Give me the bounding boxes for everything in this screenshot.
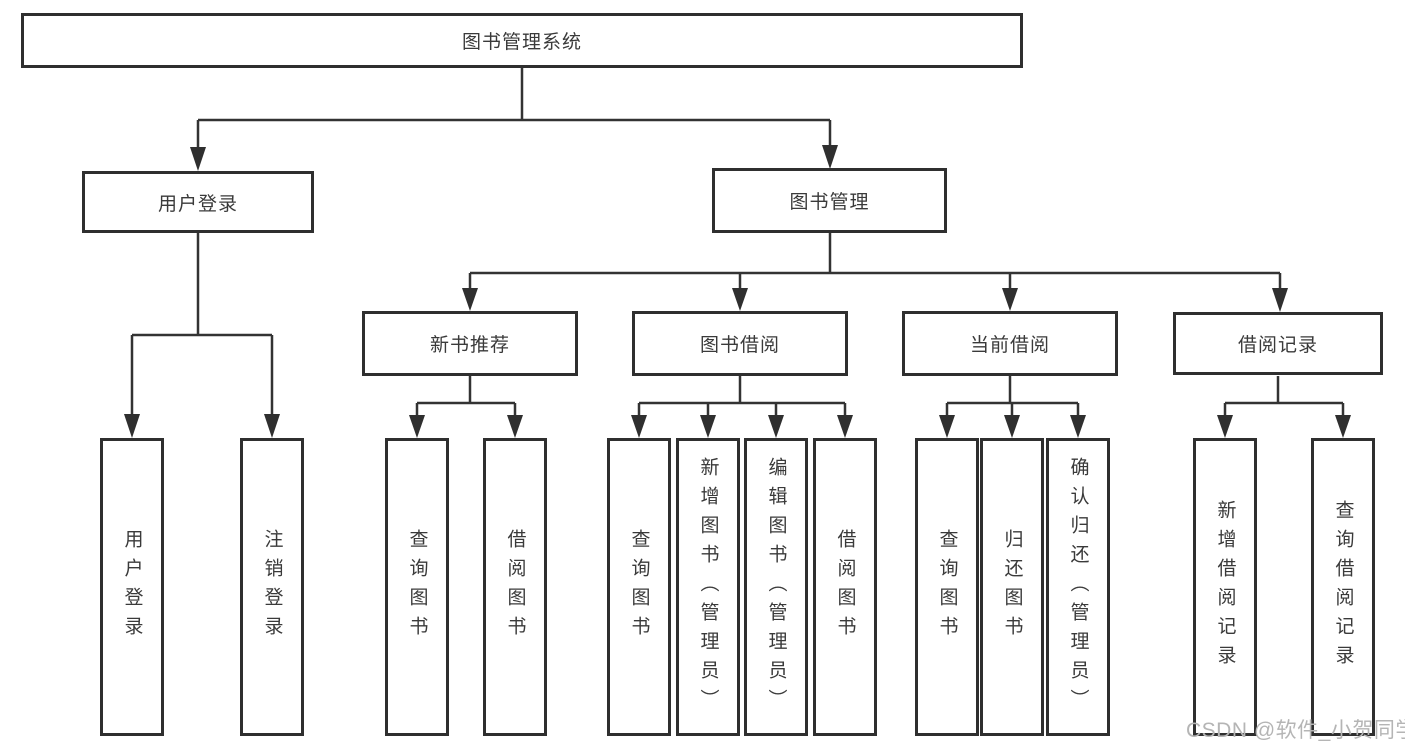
leaf-user-login: 用户登录 [100,438,164,736]
node-label: 新增图书（管理员） [697,456,719,718]
arrowhead-leaf-borrow-books-borrowing [837,415,853,438]
arrowhead-leaf-borrow-books-recommend [507,415,523,438]
arrowhead-book-borrowing [732,288,748,311]
node-label: 查询图书 [936,529,958,645]
arrowhead-leaf-query-books-current [939,415,955,438]
node-label: 编辑图书（管理员） [765,456,787,718]
node-book-borrowing: 图书借阅 [632,311,848,376]
arrowhead-leaf-return-books [1004,415,1020,438]
node-label: 图书管理系统 [461,32,582,53]
leaf-confirm-return-admin: 确认归还（管理员） [1046,438,1110,736]
connector-user-login-to-leaves [130,233,274,414]
arrowhead-leaf-add-books-admin [700,415,716,438]
node-label: 借阅图书 [504,529,526,645]
node-label: 查询借阅记录 [1332,500,1354,674]
arrowhead-leaf-logout [264,414,280,438]
leaf-query-books-recommend: 查询图书 [385,438,449,736]
arrowhead-book-management [822,145,838,169]
leaf-add-books-admin: 新增图书（管理员） [676,438,740,736]
node-book-management: 图书管理 [712,168,947,233]
node-user-login: 用户登录 [82,171,314,233]
leaf-query-books-borrowing: 查询图书 [607,438,671,736]
leaf-query-borrow-record: 查询借阅记录 [1311,438,1375,736]
arrowhead-current-borrowing [1002,288,1018,311]
node-label: 当前借阅 [969,335,1050,356]
node-label: 新书推荐 [429,335,510,356]
arrowhead-leaf-add-borrow-record [1217,415,1233,438]
node-label: 图书管理 [789,192,870,213]
arrowhead-leaf-user-login [124,414,140,438]
node-current-borrowing: 当前借阅 [902,311,1118,376]
leaf-borrow-books-borrowing: 借阅图书 [813,438,877,736]
connector-book-management-to-level3 [468,233,1282,288]
arrowhead-leaf-query-books-recommend [409,415,425,438]
connector-current-borrowing-to-leaves [945,376,1080,415]
node-label: 借阅记录 [1237,335,1318,356]
leaf-return-books: 归还图书 [980,438,1044,736]
node-label: 新增借阅记录 [1214,500,1236,674]
connector-borrowing-records-to-leaves [1223,376,1345,415]
connector-new-book-recommend-to-leaves [415,376,517,415]
csdn-watermark: CSDN @软件_小贺同学 [1186,719,1405,742]
node-root-library-management-system: 图书管理系统 [21,13,1023,68]
leaf-edit-books-admin: 编辑图书（管理员） [744,438,808,736]
node-borrowing-records: 借阅记录 [1173,312,1383,375]
node-label: 查询图书 [628,529,650,645]
node-label: 用户登录 [157,193,238,215]
leaf-borrow-books-recommend: 借阅图书 [483,438,547,736]
arrowhead-borrowing-records [1272,288,1288,312]
node-label: 用户登录 [121,529,143,645]
arrowhead-leaf-confirm-return [1070,415,1086,438]
node-label: 借阅图书 [834,529,856,645]
arrowhead-leaf-edit-books-admin [768,415,784,438]
leaf-add-borrow-record: 新增借阅记录 [1193,438,1257,736]
leaf-query-books-current: 查询图书 [915,438,979,736]
node-label: 查询图书 [406,529,428,645]
connector-root-to-level2 [196,68,832,147]
node-label: 图书借阅 [699,335,780,356]
leaf-logout: 注销登录 [240,438,304,736]
arrowhead-leaf-query-borrow-record [1335,415,1351,438]
arrowhead-new-book-recommend [462,288,478,311]
arrowhead-user-login [190,147,206,171]
node-label: 确认归还（管理员） [1067,456,1089,718]
node-label: 归还图书 [1001,529,1023,645]
arrowhead-leaf-query-books-borrowing [631,415,647,438]
node-new-book-recommend: 新书推荐 [362,311,578,376]
node-label: 注销登录 [261,529,283,645]
connector-book-borrowing-to-leaves [637,376,847,415]
